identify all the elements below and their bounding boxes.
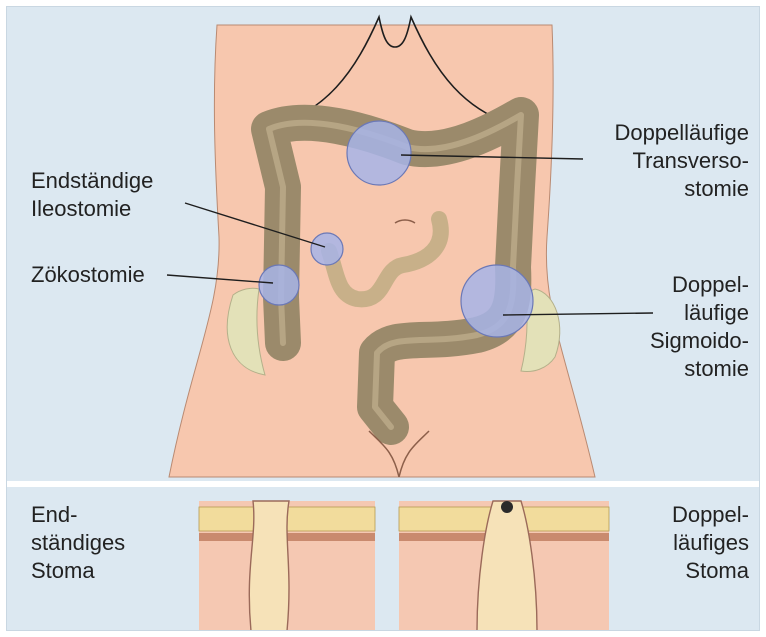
label-transverso-line3: stomie bbox=[585, 175, 749, 203]
label-zoekostomie-line1: Zökostomie bbox=[31, 261, 145, 289]
label-ileostomie: Endständige Ileostomie bbox=[31, 167, 153, 223]
label-sigmoido-line1: Doppel- bbox=[627, 271, 749, 299]
label-end-stoma-line3: Stoma bbox=[31, 557, 125, 585]
label-sigmoido-line4: stomie bbox=[627, 355, 749, 383]
end-stoma-section bbox=[199, 501, 375, 631]
stoma-zoekostomie bbox=[259, 265, 299, 305]
label-end-stoma-line1: End- bbox=[31, 501, 125, 529]
label-sigmoido: Doppel- läufige Sigmoido- stomie bbox=[627, 271, 749, 383]
label-zoekostomie: Zökostomie bbox=[31, 261, 145, 289]
stoma-sigmoido bbox=[461, 265, 533, 337]
label-end-stoma-line2: ständiges bbox=[31, 529, 125, 557]
label-transverso-line1: Doppelläufige bbox=[585, 119, 749, 147]
label-sigmoido-line3: Sigmoido- bbox=[627, 327, 749, 355]
label-transverso-line2: Transverso- bbox=[585, 147, 749, 175]
label-doppel-stoma-line2: läufiges bbox=[627, 529, 749, 557]
label-doppel-stoma: Doppel- läufiges Stoma bbox=[627, 501, 749, 585]
section-separator bbox=[7, 481, 760, 487]
stoma-ileostomie bbox=[311, 233, 343, 265]
label-transverso: Doppelläufige Transverso- stomie bbox=[585, 119, 749, 203]
loop-stoma-section bbox=[399, 501, 609, 631]
label-ileostomie-line1: Endständige bbox=[31, 167, 153, 195]
label-sigmoido-line2: läufige bbox=[627, 299, 749, 327]
stoma-types-figure: Doppelläufige Transverso- stomie Endstän… bbox=[6, 6, 760, 631]
stoma-transverso bbox=[347, 121, 411, 185]
label-ileostomie-line2: Ileostomie bbox=[31, 195, 153, 223]
label-doppel-stoma-line3: Stoma bbox=[627, 557, 749, 585]
label-end-stoma: End- ständiges Stoma bbox=[31, 501, 125, 585]
label-doppel-stoma-line1: Doppel- bbox=[627, 501, 749, 529]
